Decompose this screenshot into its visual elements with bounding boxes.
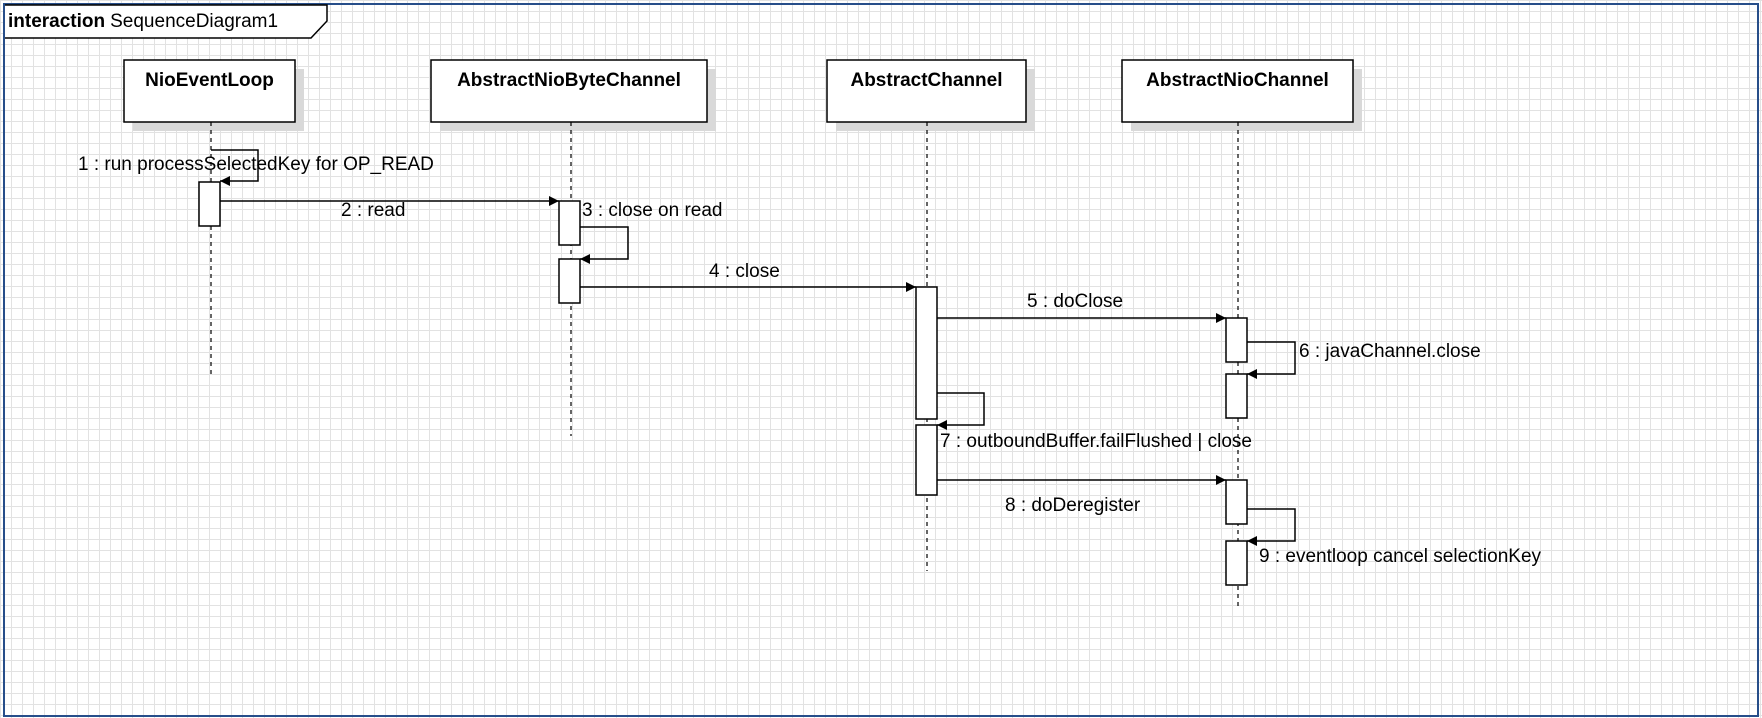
message-label: 7 : outboundBuffer.failFlushed | close [940, 431, 1252, 452]
message-1[interactable]: 1 : run processSelectedKey for OP_READ [78, 149, 434, 186]
frame-title-tab [5, 4, 328, 39]
message-2[interactable]: 2 : read [220, 196, 559, 221]
activation-bar [1225, 540, 1248, 586]
activation-bar [1225, 373, 1248, 419]
lifeline-abstractniobytechannel[interactable]: AbstractNioByteChannel [430, 59, 716, 436]
message-label: 5 : doClose [1027, 291, 1123, 312]
message-label: 9 : eventloop cancel selectionKey [1259, 546, 1542, 567]
message-label: 8 : doDeregister [1005, 495, 1141, 516]
message-label: 6 : javaChannel.close [1299, 341, 1481, 362]
diagram-frame [3, 3, 1759, 717]
lifeline-head [826, 59, 1027, 123]
lifeline-abstractniochannel[interactable]: AbstractNioChannel [1121, 59, 1362, 610]
activation-bar [1225, 317, 1248, 363]
frame-keyword: interaction [8, 11, 105, 32]
message-arrow [1247, 341, 1296, 379]
lifeline-nioeventloop[interactable]: NioEventLoop [123, 59, 304, 378]
message-arrow [937, 392, 985, 430]
activation-bars [198, 181, 1248, 586]
message-5[interactable]: 5 : doClose [937, 291, 1226, 323]
message-9[interactable]: 9 : eventloop cancel selectionKey [1247, 508, 1542, 567]
activation-bar [915, 286, 938, 420]
activation-bar [198, 181, 221, 227]
message-4[interactable]: 4 : close [580, 261, 916, 292]
message-7[interactable]: 7 : outboundBuffer.failFlushed | close [937, 392, 1252, 452]
message-arrow [580, 226, 629, 264]
message-6[interactable]: 6 : javaChannel.close [1247, 341, 1481, 379]
activation-bar [1225, 479, 1248, 525]
lifeline-head [123, 59, 296, 123]
activation-bar [558, 258, 581, 304]
lifeline-label: AbstractNioChannel [1146, 70, 1329, 91]
message-label: 1 : run processSelectedKey for OP_READ [78, 154, 434, 175]
activation-bar [558, 200, 581, 246]
activation-bar [915, 424, 938, 496]
frame-name: SequenceDiagram1 [110, 11, 278, 32]
lifeline-label: AbstractChannel [850, 70, 1002, 91]
lifeline-head [430, 59, 708, 123]
message-arrow [211, 149, 259, 186]
message-arrow [1247, 508, 1296, 546]
message-3[interactable]: 3 : close on read [580, 200, 722, 264]
message-label: 4 : close [709, 261, 780, 282]
message-label: 3 : close on read [582, 200, 722, 221]
lifeline-label: AbstractNioByteChannel [457, 70, 681, 91]
message-label: 2 : read [341, 200, 405, 221]
message-8[interactable]: 8 : doDeregister [937, 475, 1226, 516]
lifeline-label: NioEventLoop [145, 70, 274, 91]
